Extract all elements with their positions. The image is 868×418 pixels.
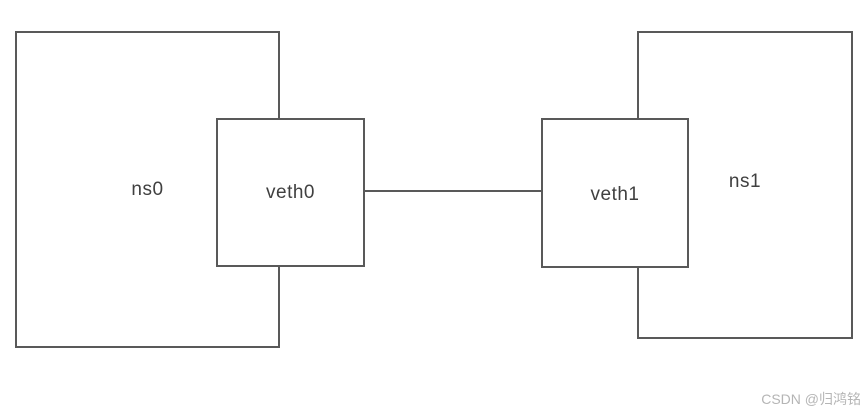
veth0-label: veth0 [266, 181, 315, 203]
csdn-watermark: CSDN @归鸿铭 [761, 391, 861, 407]
veth1-interface-box: veth1 [541, 118, 689, 268]
ns0-label: ns0 [131, 178, 164, 200]
ns1-label: ns1 [728, 171, 762, 192]
veth0-interface-box: veth0 [216, 118, 365, 267]
veth1-label: veth1 [590, 184, 640, 205]
veth0-veth1-connector-line [363, 190, 543, 192]
